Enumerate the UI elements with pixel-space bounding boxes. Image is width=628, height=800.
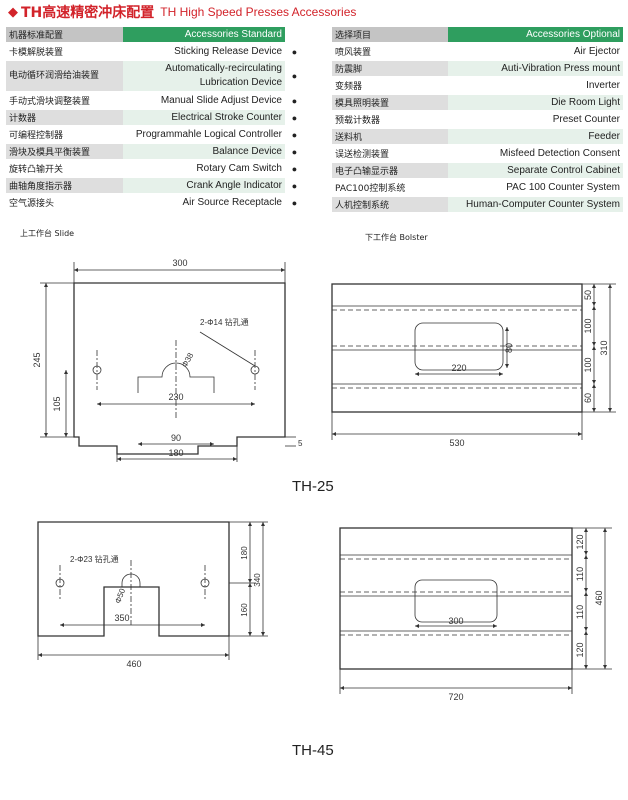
header-cn: 选择项目 bbox=[332, 27, 448, 42]
model-label-th45: TH-45 bbox=[292, 742, 334, 759]
th25-slide-drawing bbox=[40, 262, 296, 462]
dim-label: 80 bbox=[504, 343, 514, 353]
dim-label: 105 bbox=[52, 396, 62, 411]
dim-label: 5 bbox=[298, 439, 303, 448]
bullet-icon: ● bbox=[285, 195, 304, 210]
dim-label: 530 bbox=[449, 438, 464, 448]
bullet-icon: ● bbox=[285, 161, 304, 176]
dim-label: Φ50 bbox=[113, 587, 127, 605]
diamond-icon: ◆ bbox=[8, 4, 18, 20]
bolster-caption: 下工作台 Bolster bbox=[365, 233, 428, 242]
header-cn: 机器标准配置 bbox=[6, 27, 123, 42]
dim-label: 720 bbox=[448, 692, 463, 702]
slide-caption: 上工作台 Slide bbox=[20, 229, 75, 238]
dim-label: 220 bbox=[451, 363, 466, 373]
table-header: 机器标准配置 Accessories Standard bbox=[6, 27, 304, 42]
dim-label: 245 bbox=[32, 352, 42, 367]
dim-label: 300 bbox=[448, 616, 463, 626]
th45-slide-drawing bbox=[37, 521, 268, 660]
bullet-icon: ● bbox=[285, 61, 304, 91]
title-english: TH High Speed Presses Accessories bbox=[160, 5, 357, 19]
dim-label: Φ38 bbox=[180, 351, 196, 369]
dim-label: 2-Φ14 钻孔通 bbox=[200, 317, 249, 327]
dim-label: 120 bbox=[575, 534, 585, 549]
dim-label: 100 bbox=[583, 357, 593, 372]
bullet-icon: ● bbox=[285, 110, 304, 125]
bullet-icon: ● bbox=[285, 93, 304, 108]
dim-label: 300 bbox=[172, 258, 187, 268]
th45-bolster-drawing bbox=[339, 527, 612, 694]
header-en: Accessories Standard bbox=[123, 27, 285, 42]
bullet-icon: ● bbox=[285, 44, 304, 59]
dim-label: 2-Φ23 钻孔通 bbox=[70, 554, 119, 564]
title-chinese: TH高速精密冲床配置 bbox=[21, 5, 155, 21]
bullet-icon: ● bbox=[285, 127, 304, 142]
dim-label: 100 bbox=[583, 318, 593, 333]
dim-label: 110 bbox=[575, 605, 585, 619]
header-en: Accessories Optional bbox=[448, 27, 623, 42]
dim-label: 230 bbox=[168, 392, 183, 402]
bullet-icon: ● bbox=[285, 144, 304, 159]
dim-label: 350 bbox=[114, 613, 129, 623]
dim-label: 180 bbox=[168, 448, 183, 458]
dim-label: 110 bbox=[575, 567, 585, 581]
dim-label: 160 bbox=[240, 603, 249, 617]
bullet-icon: ● bbox=[285, 178, 304, 193]
dim-label: 50 bbox=[583, 290, 593, 300]
dim-label: 120 bbox=[575, 642, 585, 657]
dim-label: 180 bbox=[240, 546, 249, 560]
th25-bolster-drawing bbox=[331, 283, 616, 440]
dim-label: 460 bbox=[594, 590, 604, 605]
dim-label: 340 bbox=[253, 573, 262, 587]
dim-label: 60 bbox=[583, 393, 593, 403]
dim-label: 90 bbox=[171, 433, 181, 443]
dim-label: 310 bbox=[599, 340, 609, 355]
page-title: ◆ TH高速精密冲床配置 TH High Speed Presses Acces… bbox=[8, 3, 357, 22]
model-label-th25: TH-25 bbox=[292, 478, 334, 495]
table-header: 选择项目 Accessories Optional bbox=[332, 27, 623, 42]
dim-label: 460 bbox=[126, 659, 141, 669]
